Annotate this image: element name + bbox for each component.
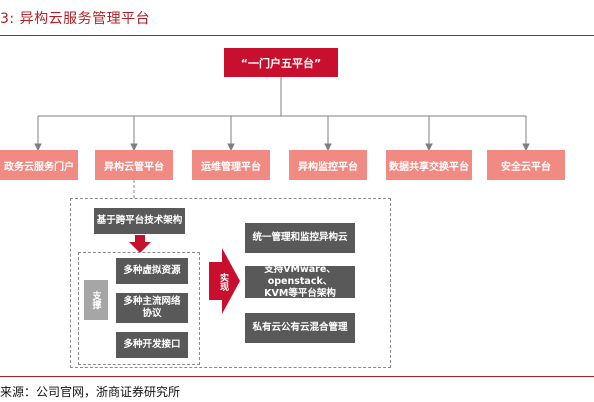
outcome-hybrid-mgmt: 私有云公有云混合管理	[245, 313, 355, 343]
root-node: “一门户五平台”	[224, 48, 338, 77]
platform-hetero-monitor: 异构监控平台	[289, 150, 367, 180]
arrowhead-6	[522, 143, 530, 152]
arrowhead-5	[425, 143, 433, 152]
arrowhead-3	[227, 143, 235, 152]
platform-hetero-cloud-mgmt: 异构云管平台	[95, 150, 173, 180]
arrowhead-4	[324, 143, 332, 152]
resource-network: 多种主流网络 协议	[116, 293, 188, 323]
resource-region	[78, 252, 200, 365]
platform-gov-portal: 政务云服务门户	[0, 150, 78, 180]
realize-arrow-icon	[209, 248, 240, 314]
arrowhead-1	[34, 143, 42, 152]
base-architecture-box: 基于跨平台技术架构	[94, 208, 185, 234]
platform-ops-mgmt: 运维管理平台	[192, 150, 270, 180]
source-note: 来源：公司官网，浙商证券研究所	[0, 385, 181, 399]
outcome-unified-mgmt: 统一管理和监控异构云	[245, 223, 355, 253]
figure-title: 3: 异构云服务管理平台	[0, 11, 151, 27]
outcome-platform-support: 支持VMware、openstack、 KVM等平台架构	[245, 264, 355, 299]
realize-label: 实现	[218, 273, 228, 291]
detail-region	[70, 198, 391, 368]
support-label: 支撑	[84, 280, 108, 320]
down-arrow-icon	[129, 235, 151, 253]
platform-data-exchange: 数据共享交换平台	[386, 150, 472, 180]
title-divider	[0, 35, 594, 36]
footer-divider	[0, 376, 594, 377]
platform-security-cloud: 安全云平台	[487, 150, 565, 180]
arrowhead-2	[130, 143, 138, 152]
resource-virtual: 多种虚拟资源	[116, 258, 188, 284]
resource-interface: 多种开发接口	[116, 332, 188, 358]
